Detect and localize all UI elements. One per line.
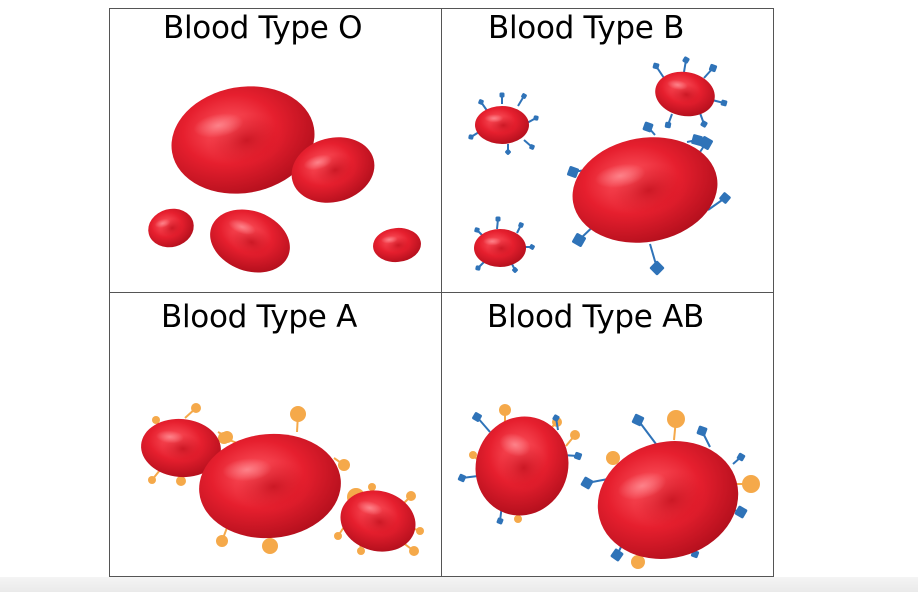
antigen-a-marker — [148, 469, 161, 484]
red-blood-cell — [655, 71, 715, 117]
antigen-b-marker — [732, 452, 746, 465]
antigen-a-marker — [403, 491, 416, 504]
antigen-a-marker — [606, 451, 620, 465]
antigen-b-marker — [652, 62, 665, 79]
antigen-b-marker — [699, 136, 713, 153]
panel-title-type-ab: Blood Type AB — [487, 299, 704, 335]
antigen-b-marker — [696, 425, 711, 448]
antigen-b-marker — [526, 115, 539, 124]
red-blood-cell — [597, 441, 739, 559]
antigen-b-marker — [711, 99, 728, 107]
antigen-b-marker — [703, 63, 718, 79]
antigen-b-marker — [699, 112, 708, 128]
antigen-b-marker — [505, 144, 511, 155]
red-blood-cell — [475, 416, 569, 516]
bottom-scroll-bar — [0, 577, 918, 592]
antigen-b-marker — [664, 113, 673, 129]
antigen-b-marker — [495, 216, 501, 230]
antigen-b-marker — [468, 131, 480, 140]
red-blood-cell — [141, 418, 221, 478]
antigen-b-marker — [516, 222, 524, 234]
panel-title-type-b: Blood Type B — [488, 10, 685, 46]
red-blood-cell — [199, 433, 341, 539]
red-blood-cell — [475, 106, 529, 144]
antigen-b-marker — [649, 243, 665, 276]
antigen-b-marker — [686, 134, 703, 146]
antigen-b-marker — [517, 93, 527, 107]
antigen-b-marker — [552, 414, 560, 431]
antigen-b-marker — [523, 139, 535, 150]
red-blood-cell — [148, 208, 194, 248]
antigen-a-marker — [565, 430, 580, 447]
antigen-b-marker — [707, 192, 731, 211]
antigen-b-marker — [499, 92, 505, 104]
antigen-b-marker — [472, 412, 491, 433]
red-blood-cell — [210, 209, 290, 273]
panel-title-type-a: Blood Type A — [161, 299, 358, 335]
antigen-a-marker — [333, 457, 350, 471]
red-blood-cell — [340, 490, 416, 552]
red-blood-cell — [572, 137, 718, 243]
red-blood-cell — [373, 227, 421, 263]
antigen-b-marker — [457, 473, 479, 483]
red-blood-cell — [291, 137, 375, 203]
antigen-a-marker — [290, 406, 306, 433]
antigen-b-marker — [642, 121, 656, 136]
antigen-b-marker — [682, 56, 690, 73]
antigen-a-marker — [184, 403, 201, 419]
antigen-a-marker — [735, 475, 760, 493]
red-blood-cell — [171, 86, 315, 194]
red-blood-cell — [474, 229, 526, 267]
panel-title-type-o: Blood Type O — [163, 10, 363, 46]
antigen-b-marker — [580, 476, 609, 490]
grid-divider-horizontal — [109, 292, 774, 293]
antigen-a-marker — [667, 410, 685, 441]
antigen-a-marker — [334, 526, 345, 540]
antigen-b-marker — [631, 413, 657, 445]
